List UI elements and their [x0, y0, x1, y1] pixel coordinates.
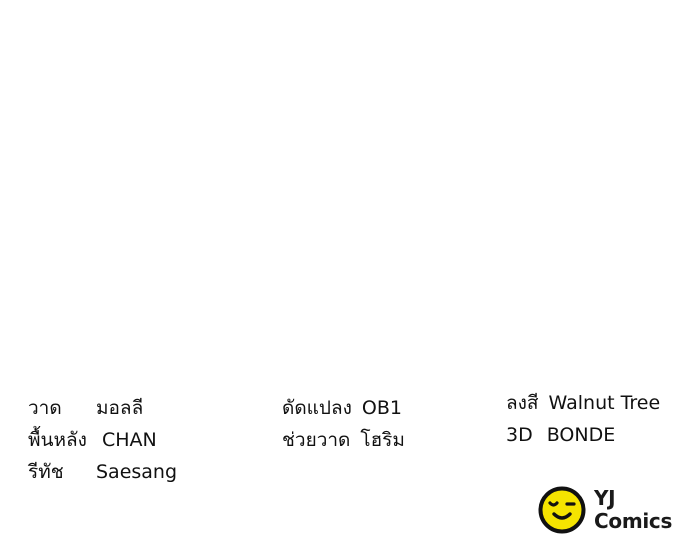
credit-row-adaptation: ดัดแปลง OB1 [282, 392, 405, 424]
credit-role: 3D [506, 424, 533, 446]
credit-row-assistant: ช่วยวาด โฮริม [282, 424, 405, 456]
smiley-wink-icon [538, 486, 586, 534]
credits-middle-column: ดัดแปลง OB1 ช่วยวาด โฮริม [282, 392, 405, 456]
credit-row-background: พื้นหลัง CHAN [28, 424, 177, 456]
credit-name: Saesang [96, 461, 178, 483]
credit-role: ดัดแปลง [282, 397, 352, 419]
logo-wordmark: YJ Comics [594, 487, 672, 533]
credit-name: มอลลี [96, 397, 144, 419]
credit-role: ช่วยวาด [282, 429, 351, 451]
credit-role: วาด [28, 397, 62, 419]
credits-right-column: ลงสี Walnut Tree 3D BONDE [506, 387, 660, 451]
credit-name: โฮริม [360, 429, 405, 451]
logo-line-comics: Comics [594, 509, 673, 533]
credit-row-retouch: รีทัช Saesang [28, 456, 177, 488]
credit-name: OB1 [361, 397, 402, 419]
credit-name: CHAN [102, 429, 157, 451]
yj-comics-logo: YJ Comics [538, 484, 678, 536]
credit-name: BONDE [546, 424, 616, 446]
credit-row-coloring: ลงสี Walnut Tree [506, 387, 660, 419]
credits-left-column: วาด มอลลี พื้นหลัง CHAN รีทัช Saesang [28, 392, 177, 488]
credit-row-3d: 3D BONDE [506, 419, 660, 451]
credit-role: พื้นหลัง [28, 429, 87, 451]
logo-line-yj: YJ [594, 486, 616, 510]
credit-role: ลงสี [506, 392, 539, 414]
credit-role: รีทัช [28, 461, 64, 483]
credit-row-art: วาด มอลลี [28, 392, 177, 424]
credit-name: Walnut Tree [548, 392, 661, 414]
